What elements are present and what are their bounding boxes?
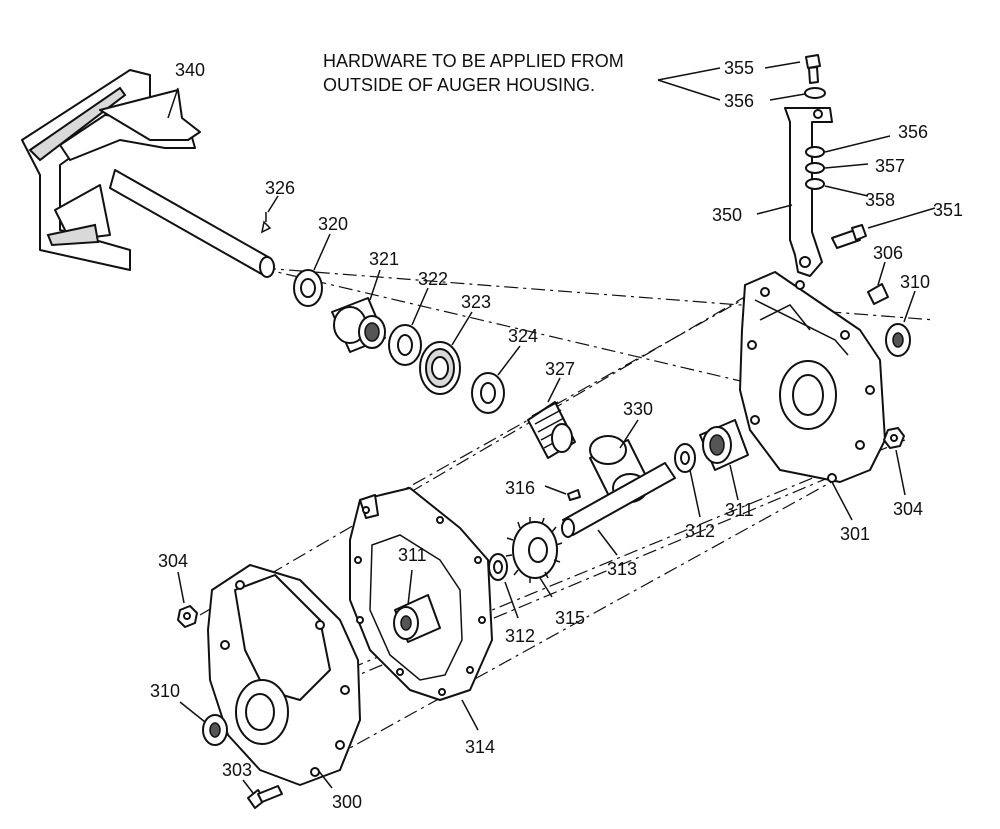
washer-324	[471, 372, 505, 414]
callout-330: 330	[623, 399, 653, 419]
washer-357	[805, 162, 825, 174]
callout-321: 321	[369, 249, 399, 269]
callout-327: 327	[545, 359, 575, 379]
washer-322	[388, 324, 422, 366]
callout-357: 357	[875, 156, 905, 176]
bolt-355	[805, 54, 821, 84]
auger-assembly-340	[21, 69, 275, 278]
bearing-310-right	[885, 323, 911, 357]
cotter-pin-326	[260, 212, 272, 234]
set-screw-306	[867, 283, 889, 305]
bracket-350	[784, 107, 833, 277]
washer-320	[293, 269, 323, 307]
leader-lines	[167, 61, 936, 794]
gasket-314	[349, 487, 493, 701]
nut-304-left	[177, 605, 198, 628]
callout-310-left: 310	[150, 681, 180, 701]
gear-315	[505, 517, 563, 583]
hardware-note-line2: OUTSIDE OF AUGER HOUSING.	[323, 75, 595, 95]
callout-311-right: 311	[725, 500, 754, 520]
key-316	[567, 489, 581, 501]
bearing-310-left	[202, 714, 228, 746]
callout-301: 301	[840, 524, 870, 544]
nut-304-right	[883, 427, 905, 449]
callout-322: 322	[418, 269, 448, 289]
bearing-311-left	[393, 594, 441, 643]
gear-housing-301	[739, 271, 886, 483]
callout-351: 351	[933, 200, 963, 220]
gear-housing-300	[207, 564, 361, 786]
callout-313: 313	[607, 559, 637, 579]
callout-300: 300	[332, 792, 362, 812]
callout-312-left: 312	[505, 626, 535, 646]
washer-312-right	[674, 443, 696, 473]
callout-labels: 340 326 320 321 322 323 324 327 330 316 …	[150, 58, 963, 812]
callout-316: 316	[505, 478, 535, 498]
callout-326: 326	[265, 178, 295, 198]
thrust-bearing-323	[419, 341, 461, 395]
callout-320: 320	[318, 214, 348, 234]
callout-304-left: 304	[158, 551, 188, 571]
bolt-351	[831, 224, 867, 249]
callout-323: 323	[461, 292, 491, 312]
callout-356-top: 356	[724, 91, 754, 111]
callout-304-right: 304	[893, 499, 923, 519]
washer-312-left	[488, 553, 508, 581]
callout-324: 324	[508, 326, 538, 346]
callout-356-lower: 356	[898, 122, 928, 142]
washer-356-top	[804, 87, 826, 99]
worm-gear-327	[527, 401, 576, 459]
nut-358	[805, 178, 825, 190]
callout-303: 303	[222, 760, 252, 780]
center-lines	[199, 267, 936, 771]
callout-358: 358	[865, 190, 895, 210]
screw-303	[247, 785, 283, 809]
callout-355: 355	[724, 58, 754, 78]
callout-340: 340	[175, 60, 205, 80]
callout-312-right: 312	[685, 521, 715, 541]
callout-350: 350	[712, 205, 742, 225]
bearing-311-right	[699, 419, 749, 471]
shaft-313	[561, 462, 676, 538]
callout-310-right: 310	[900, 272, 930, 292]
washer-356-lower	[805, 146, 825, 158]
callout-314: 314	[465, 737, 495, 757]
hardware-note-line1: HARDWARE TO BE APPLIED FROM	[323, 51, 624, 71]
callout-306: 306	[873, 243, 903, 263]
callout-315: 315	[555, 608, 585, 628]
bearing-321	[331, 297, 386, 353]
callout-311-left: 311	[398, 545, 427, 565]
